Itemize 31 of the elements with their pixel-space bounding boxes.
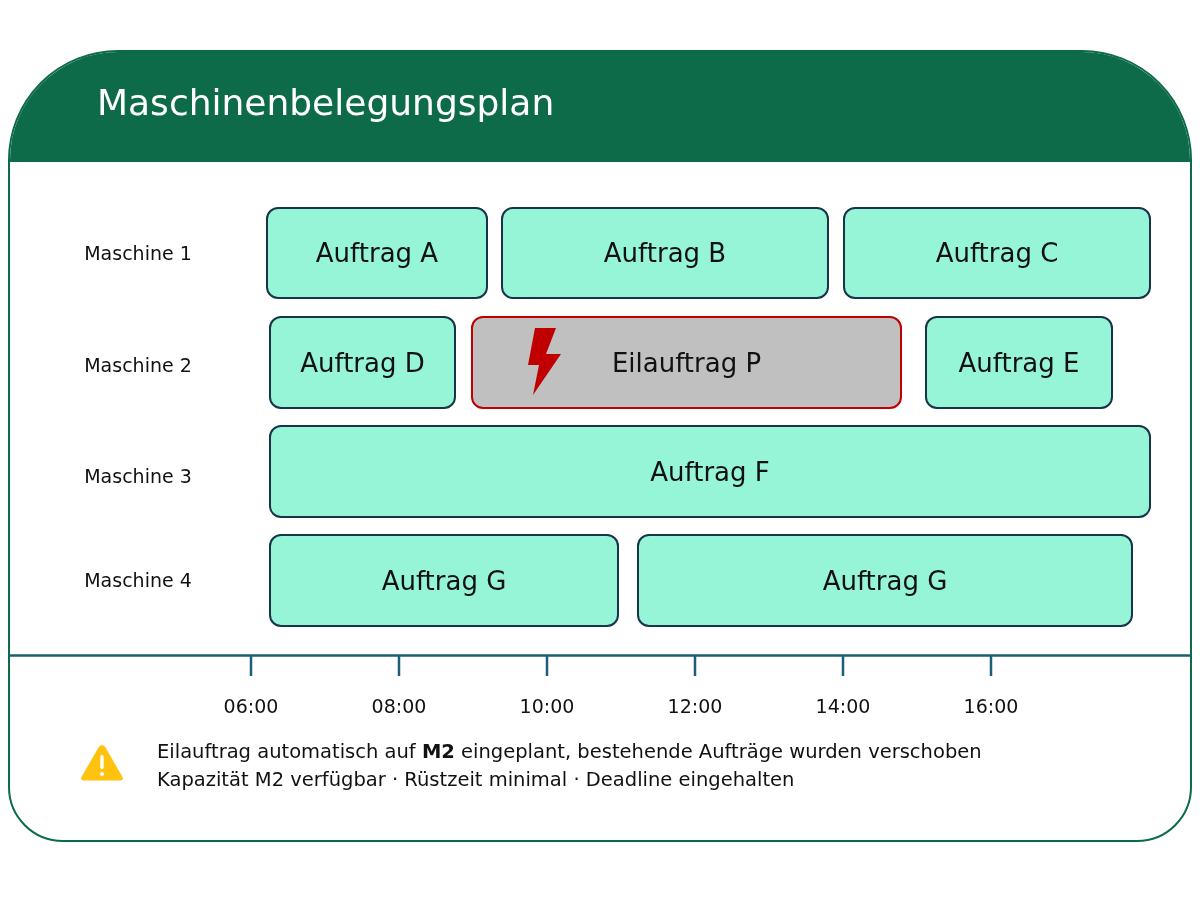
task-bar bbox=[843, 207, 1151, 299]
time-label: 08:00 bbox=[371, 694, 427, 718]
task-bar bbox=[266, 207, 488, 299]
time-label: 06:00 bbox=[223, 694, 279, 718]
time-label: 10:00 bbox=[519, 694, 575, 718]
task-label: Eilauftrag P bbox=[611, 346, 762, 379]
task-label: Auftrag G bbox=[381, 564, 507, 597]
task-bar bbox=[269, 534, 619, 627]
note-text: Eilauftrag automatisch auf M2 eingeplant, bestehende Aufträge wurden verschoben bbox=[157, 739, 982, 765]
machine-label: Maschine 4 bbox=[84, 568, 192, 592]
task-label: Auftrag E bbox=[958, 346, 1080, 379]
task-label: Auftrag A bbox=[315, 237, 439, 269]
task-bar bbox=[269, 316, 456, 409]
task-bar bbox=[501, 207, 829, 299]
time-label: 14:00 bbox=[815, 694, 871, 718]
task-label: Auftrag C bbox=[935, 237, 1059, 269]
task-bar bbox=[269, 425, 1151, 518]
task-label: Auftrag D bbox=[300, 346, 425, 379]
task-label: Auftrag B bbox=[603, 237, 727, 269]
diagram-title: Maschinenbelegungsplan bbox=[97, 81, 555, 125]
note-text: Kapazität M2 verfügbar · Rüstzeit minimal · Deadline eingehalten bbox=[157, 767, 795, 793]
machine-label: Maschine 3 bbox=[84, 464, 192, 488]
time-label: 12:00 bbox=[667, 694, 723, 718]
task-bar bbox=[637, 534, 1133, 627]
time-label: 16:00 bbox=[963, 694, 1019, 718]
rush-task-bar bbox=[471, 316, 902, 409]
task-bar bbox=[925, 316, 1113, 409]
machine-label: Maschine 2 bbox=[84, 353, 192, 377]
task-label: Auftrag G bbox=[822, 564, 948, 597]
machine-label: Maschine 1 bbox=[84, 241, 192, 265]
task-label: Auftrag F bbox=[650, 455, 770, 488]
